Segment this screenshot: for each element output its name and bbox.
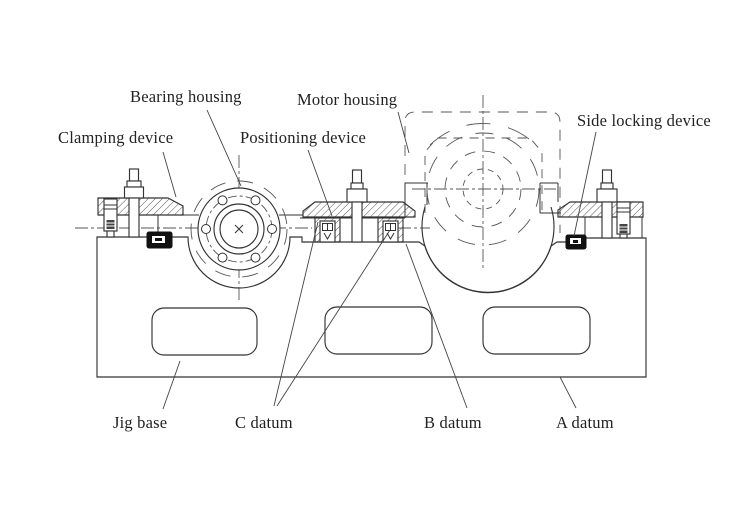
labels: Bearing housing Motor housing Clamping d… (58, 87, 711, 432)
label-side-locking-device: Side locking device (577, 111, 711, 130)
leader-a-datum (559, 376, 577, 409)
label-clamping-device: Clamping device (58, 128, 173, 147)
leader-bearing-housing (206, 109, 242, 187)
leader-positioning-device (307, 149, 333, 217)
right-clamp-station (557, 169, 644, 250)
leader-side-locking-device (573, 131, 597, 237)
leader-clamping-device (162, 151, 177, 198)
label-b-datum: B datum (424, 413, 482, 432)
jig-base-window-left (151, 307, 258, 356)
jig-base-window-right (482, 306, 591, 355)
motor-phantom-circle-large (426, 132, 540, 246)
bearing-bore-circle (219, 209, 259, 249)
clamp-bolt-left (123, 168, 145, 238)
bearing-spigot-circle (213, 203, 265, 255)
leader-c-datum-left (273, 221, 319, 407)
label-jig-base: Jig base (113, 413, 167, 432)
jig-base-body (96, 236, 647, 378)
bearing-center-mark (234, 224, 244, 234)
leader-c-datum-right (276, 229, 391, 407)
bearing-housing-view (190, 180, 288, 278)
side-locking-device-view (565, 234, 587, 250)
motor-inner-phantom-rect (424, 137, 543, 213)
positioning-pad-right (377, 217, 404, 243)
motor-housing-view (404, 111, 561, 294)
leader-lines (162, 109, 597, 410)
motor-phantom-circle-mid (444, 150, 522, 228)
clamp-heel-support-right (616, 201, 631, 239)
clamp-heel-support-left (103, 198, 118, 238)
motor-phantom-arc-top (429, 123, 537, 146)
label-c-datum: C datum (235, 413, 293, 432)
leader-motor-housing (397, 111, 410, 154)
leader-jig-base (162, 360, 181, 410)
clamp-locking-pad-left (146, 231, 173, 249)
positioning-pad-left (314, 217, 341, 243)
label-a-datum: A datum (556, 413, 614, 432)
clamp-bolt-right (596, 169, 618, 239)
label-motor-housing: Motor housing (297, 90, 397, 109)
motor-phantom-circle-small (462, 168, 504, 210)
leader-b-datum (405, 243, 468, 409)
motor-outer-phantom-rect (404, 111, 561, 233)
positioning-device-view (302, 169, 416, 243)
clamping-device (97, 168, 184, 249)
label-positioning-device: Positioning device (240, 128, 366, 147)
label-bearing-housing: Bearing housing (130, 87, 242, 106)
motor-body-circle (421, 206, 555, 294)
positioning-bolt (346, 169, 368, 243)
clamp-strap-left (97, 197, 184, 216)
jig-base-window-middle (324, 306, 433, 355)
bearing-bolt-holes (201, 195, 277, 263)
